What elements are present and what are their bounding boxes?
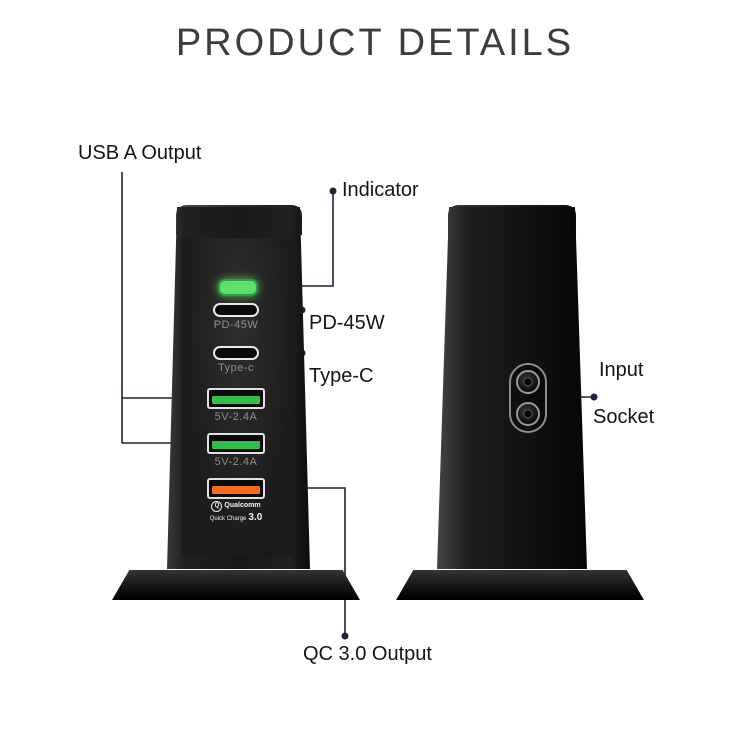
- usb-a-1-label: 5V-2.4A: [214, 411, 258, 423]
- usb-a-tongue-green: [212, 441, 260, 449]
- qc-dot: [341, 632, 349, 640]
- indicator-dot: [329, 187, 337, 195]
- usb-a-port-2: [207, 433, 265, 454]
- usb-c-typec-label: Type-c: [217, 362, 254, 374]
- usb-a-2-label: 5V-2.4A: [214, 456, 258, 468]
- usb-a-port-qc: [207, 478, 265, 499]
- socket-pin-bottom: [516, 402, 540, 426]
- input-socket-dot: [590, 393, 598, 401]
- qualcomm-q-icon: Q: [211, 501, 223, 512]
- socket-pin-hole: [523, 377, 533, 387]
- label-input: Input: [599, 359, 644, 381]
- label-qc-output: QC 3.0 Output: [303, 643, 432, 665]
- label-pd-45w: PD-45W: [309, 312, 385, 334]
- front-charger-base: [112, 570, 360, 600]
- usb-c-pd-label: PD-45W: [213, 319, 259, 331]
- side-charger-base: [396, 570, 644, 600]
- socket-pin-top: [516, 370, 540, 394]
- usb-a-tongue-green: [212, 396, 260, 404]
- usb-c-port-pd: [213, 303, 259, 317]
- page-title: PRODUCT DETAILS: [175, 22, 575, 64]
- label-type-c: Type-C: [309, 365, 374, 387]
- side-charger-tower: [437, 207, 587, 569]
- socket-pin-hole: [523, 409, 533, 419]
- quick-charge-text: Quick Charge: [209, 516, 247, 522]
- label-usb-a-output: USB A Output: [78, 142, 202, 164]
- status-led-indicator: [218, 279, 258, 296]
- label-indicator: Indicator: [342, 179, 419, 201]
- power-input-socket: [509, 363, 547, 433]
- quick-charge-version: 3.0: [248, 512, 263, 523]
- usb-a-tongue-orange: [212, 486, 260, 494]
- usb-a-port-1: [207, 388, 265, 409]
- qualcomm-brand-text: Qualcomm: [224, 502, 261, 510]
- label-socket: Socket: [593, 406, 655, 428]
- usb-c-port-typec: [213, 346, 259, 360]
- quick-charge-logo: Q Qualcomm Quick Charge 3.0: [196, 501, 276, 524]
